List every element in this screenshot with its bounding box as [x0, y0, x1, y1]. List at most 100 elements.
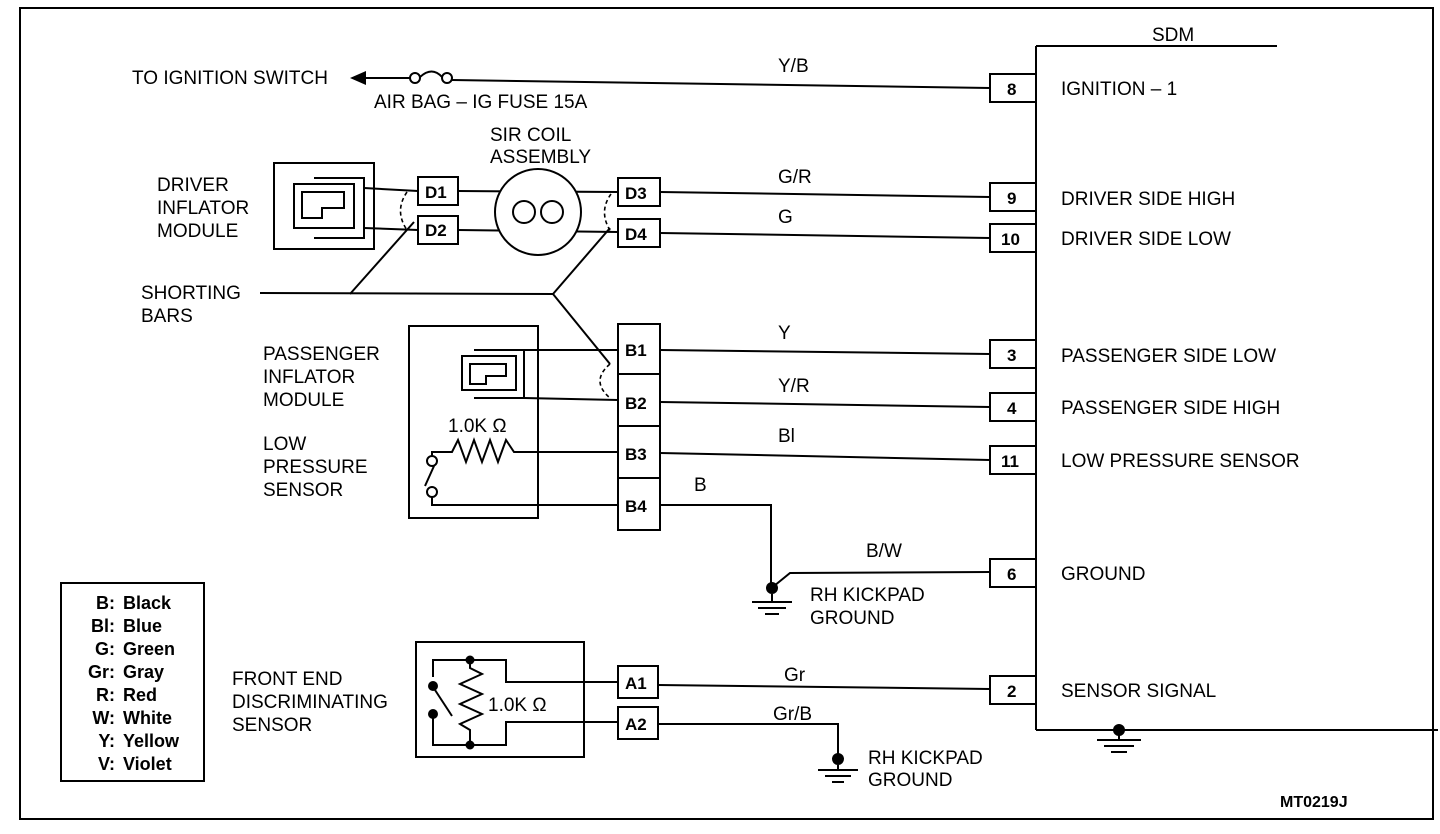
sir-coil-label-line2: ASSEMBLY — [490, 147, 591, 168]
wire-color-ground: B/W — [866, 541, 902, 562]
connector-d-left: D1 D2 — [399, 176, 459, 245]
sdm-title: SDM — [1152, 25, 1194, 46]
figure-id-label: MT0219J — [1280, 794, 1348, 811]
legend-code: W: — [92, 708, 115, 728]
terminal-label: PASSENGER SIDE HIGH — [1061, 398, 1280, 419]
low-pressure-sensor: 1.0K Ω LOW PRESSURE SENSOR — [263, 416, 618, 506]
connector-pin-b4: B4 — [625, 497, 647, 516]
legend-color: Black — [123, 593, 172, 613]
fed-sensor-label-line2: DISCRIMINATING — [232, 692, 388, 713]
terminal-label: DRIVER SIDE HIGH — [1061, 189, 1235, 210]
connector-pin-b1: B1 — [625, 341, 647, 360]
low-pressure-label-line2: PRESSURE — [263, 457, 368, 478]
terminal-label: GROUND — [1061, 564, 1145, 585]
ground-label-line1: RH KICKPAD — [810, 585, 925, 606]
low-pressure-label-line3: SENSOR — [263, 480, 343, 501]
sdm-terminal-11: 11 LOW PRESSURE SENSOR — [989, 445, 1300, 475]
passenger-module-label-line2: INFLATOR — [263, 367, 355, 388]
terminal-pin-number: 2 — [1007, 682, 1016, 701]
connector-pin-b2: B2 — [625, 394, 647, 413]
sdm-terminal-4: 4 PASSENGER SIDE HIGH — [989, 392, 1280, 422]
shorting-bar-b — [599, 363, 611, 399]
terminal-pin-number: 11 — [1001, 452, 1019, 471]
connector-d-right: D3 D4 — [603, 177, 661, 248]
shorting-bar-d — [399, 191, 408, 231]
sensor-wires: Gr Gr/B RH KICKPAD GROUND — [657, 665, 991, 791]
fed-resistor-value-label: 1.0K Ω — [488, 695, 547, 716]
driver-module-label-line3: MODULE — [157, 221, 238, 242]
terminal-pin-number: 3 — [1007, 346, 1016, 365]
low-pressure-label-line1: LOW — [263, 434, 306, 455]
terminal-pin-number: 6 — [1007, 565, 1016, 584]
sdm-ground-symbol — [1097, 724, 1141, 753]
sdm-terminal-2: 2 SENSOR SIGNAL — [989, 675, 1216, 705]
fuse-terminal-icon — [409, 72, 421, 84]
passenger-wires: Y Y/R Bl — [659, 323, 991, 461]
legend-code: Bl: — [91, 616, 115, 636]
wire-color-b1: Y — [778, 323, 791, 344]
terminal-label: DRIVER SIDE LOW — [1061, 229, 1231, 250]
passenger-ground-circuit: B B/W RH KICKPAD GROUND — [660, 475, 991, 629]
front-end-discriminating-sensor: 1.0K Ω FRONT END DISCRIMINATING SENSOR — [232, 641, 618, 758]
sdm-terminal-3: 3 PASSENGER SIDE LOW — [989, 339, 1276, 369]
sdm-terminal-8: 8 IGNITION – 1 — [989, 73, 1177, 103]
wire-color-b4: B — [694, 475, 707, 496]
legend-code: Y: — [98, 731, 115, 751]
wire-color-b3: Bl — [778, 426, 795, 447]
wire-color-ignition: Y/B — [778, 56, 809, 77]
connector-pin-a2: A2 — [625, 715, 647, 734]
passenger-module-label-line1: PASSENGER — [263, 344, 380, 365]
terminal-label: SENSOR SIGNAL — [1061, 681, 1216, 702]
ground-label-line2: GROUND — [810, 608, 894, 629]
driver-module-label-line2: INFLATOR — [157, 198, 249, 219]
resistor-value-label: 1.0K Ω — [448, 416, 507, 437]
legend-color: Yellow — [123, 731, 180, 751]
terminal-label: PASSENGER SIDE LOW — [1061, 346, 1276, 367]
connector-pin-b3: B3 — [625, 445, 647, 464]
driver-module-label-line1: DRIVER — [157, 175, 229, 196]
legend-color: Violet — [123, 754, 172, 774]
wire-color-d4: G — [778, 207, 793, 228]
wire-color-a1: Gr — [784, 665, 806, 686]
shorting-bars-label-line2: BARS — [141, 306, 193, 327]
terminal-label: LOW PRESSURE SENSOR — [1061, 451, 1300, 472]
driver-inflator-module: DRIVER INFLATOR MODULE — [157, 162, 419, 250]
sensor-ground-label-line2: GROUND — [868, 770, 952, 791]
connector-pin-d4: D4 — [625, 225, 647, 244]
shorting-bar-d-right — [603, 193, 612, 233]
terminal-pin-number: 4 — [1007, 399, 1017, 418]
legend-color: Green — [123, 639, 175, 659]
legend-color: White — [123, 708, 172, 728]
sdm-module: SDM — [1035, 25, 1438, 753]
passenger-module-label-line3: MODULE — [263, 390, 344, 411]
legend-color: Gray — [123, 662, 164, 682]
wire-color-legend: B: Black Bl: Blue G: Green Gr: Gray R: R… — [60, 582, 205, 782]
sir-coil-label-line1: SIR COIL — [490, 125, 571, 146]
connector-pin-d1: D1 — [425, 183, 447, 202]
fuse-label: AIR BAG – IG FUSE 15A — [374, 92, 588, 113]
connector-a: A1 A2 — [617, 665, 659, 740]
driver-wires: G/R G — [659, 167, 991, 239]
terminal-pin-number: 8 — [1007, 80, 1016, 99]
legend-color: Red — [123, 685, 157, 705]
shorting-bars-callout: SHORTING BARS — [141, 221, 611, 365]
fed-sensor-label-line3: SENSOR — [232, 715, 312, 736]
terminal-pin-number: 10 — [1001, 230, 1020, 249]
terminal-label: IGNITION – 1 — [1061, 79, 1177, 100]
ignition-circuit: TO IGNITION SWITCH AIR BAG – IG FUSE 15A… — [132, 56, 991, 113]
wire-color-d3: G/R — [778, 167, 812, 188]
fed-sensor-label-line1: FRONT END — [232, 669, 342, 690]
sdm-terminal-9: 9 DRIVER SIDE HIGH — [989, 182, 1235, 212]
diagram-frame — [19, 7, 1434, 820]
legend-color: Blue — [123, 616, 162, 636]
legend-code: G: — [95, 639, 115, 659]
sdm-terminal-6: 6 GROUND — [989, 558, 1145, 588]
connector-pin-d3: D3 — [625, 184, 647, 203]
wire-color-b2: Y/R — [778, 376, 810, 397]
legend-code: R: — [96, 685, 115, 705]
connector-pin-d2: D2 — [425, 221, 447, 240]
terminal-pin-number: 9 — [1007, 189, 1016, 208]
sensor-ground-label-line1: RH KICKPAD — [868, 748, 983, 769]
legend-code: Gr: — [88, 662, 115, 682]
